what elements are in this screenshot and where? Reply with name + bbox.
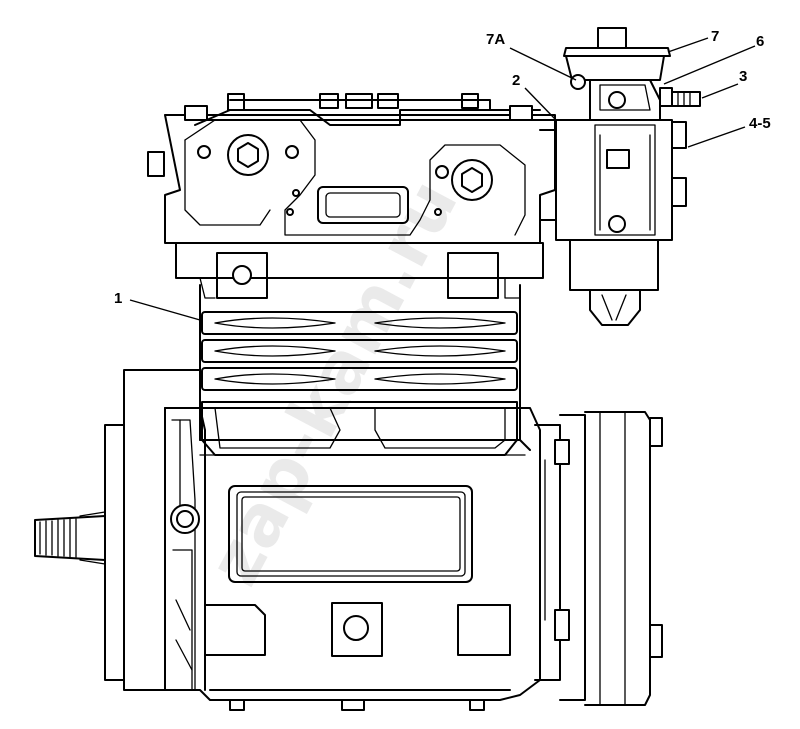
crankcase xyxy=(104,369,541,711)
callout-2: 2 xyxy=(512,72,520,89)
leader-lines xyxy=(129,37,756,321)
callout-3: 3 xyxy=(739,68,747,85)
end-cover xyxy=(534,411,663,706)
leader-1 xyxy=(129,299,201,321)
leader-7 xyxy=(667,37,709,53)
callout-labels: 1 2 3 4-5 6 7 7A xyxy=(114,28,771,307)
leader-4-5 xyxy=(687,126,746,148)
callout-4-5: 4-5 xyxy=(749,115,771,132)
callout-7: 7 xyxy=(711,28,719,45)
leader-2 xyxy=(524,87,557,121)
callout-7a: 7A xyxy=(486,31,505,48)
callout-1: 1 xyxy=(114,290,122,307)
leader-3 xyxy=(701,83,739,99)
input-shaft xyxy=(34,511,106,565)
governor-valve xyxy=(539,27,701,326)
leader-6 xyxy=(663,45,756,85)
callout-6: 6 xyxy=(756,33,764,50)
cylinder-fins xyxy=(199,284,521,456)
leader-7a xyxy=(509,47,577,81)
